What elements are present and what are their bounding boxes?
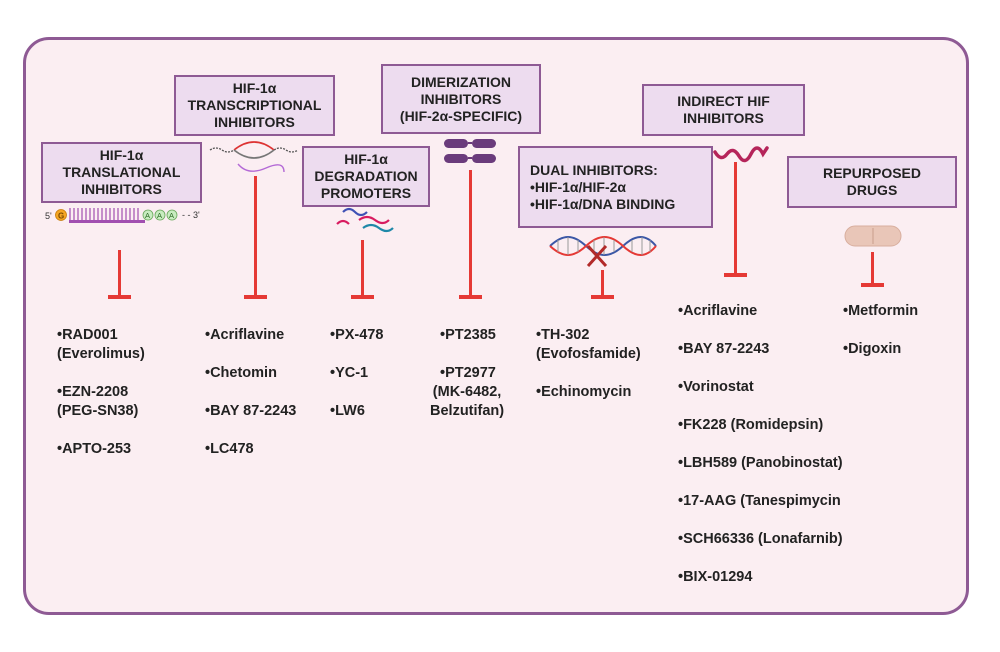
list-item: •Acriflavine bbox=[678, 303, 758, 319]
list-item: •FK228 (Romidepsin) bbox=[678, 417, 824, 433]
list-item: •LW6 bbox=[330, 403, 365, 419]
header-line: DEGRADATION bbox=[314, 168, 418, 184]
header-line: INHIBITORS bbox=[81, 181, 162, 197]
header-line: DRUGS bbox=[846, 182, 898, 198]
dimer-protein-icon bbox=[444, 139, 496, 163]
degraded-rna-icon bbox=[336, 207, 394, 233]
poly-a-label: A bbox=[157, 211, 162, 220]
drug-list-dimerization: •PT2385 •PT2977 (MK-6482, Belzutifan) bbox=[430, 326, 504, 421]
dna-transcription-icon bbox=[209, 141, 299, 173]
inhibition-stem bbox=[254, 176, 257, 297]
list-item: •PT2977 bbox=[440, 365, 496, 381]
header-line: •HIF-1α/HIF-2α bbox=[530, 178, 627, 195]
pill-icon bbox=[844, 225, 902, 247]
list-item: •PT2385 bbox=[440, 327, 496, 343]
header-degradation-promoters: HIF-1α DEGRADATION PROMOTERS bbox=[302, 146, 430, 207]
list-item: (MK-6482, bbox=[432, 384, 502, 400]
list-item: •Acriflavine bbox=[205, 327, 285, 343]
header-line: DUAL INHIBITORS: bbox=[530, 161, 658, 178]
list-item: •YC-1 bbox=[330, 365, 369, 381]
header-line: TRANSCRIPTIONAL bbox=[187, 97, 322, 113]
list-item: •BIX-01294 bbox=[678, 569, 753, 585]
header-line: HIF-1α bbox=[99, 147, 144, 163]
header-dual-inhibitors: DUAL INHIBITORS: •HIF-1α/HIF-2α •HIF-1α/… bbox=[518, 146, 713, 228]
list-item: (Evofosfamide) bbox=[536, 346, 641, 362]
inhibition-stem bbox=[469, 170, 472, 297]
squiggle-protein-icon bbox=[713, 146, 769, 163]
inhibition-bar bbox=[591, 295, 614, 299]
list-item: •APTO-253 bbox=[57, 441, 132, 457]
header-line: INDIRECT HIF bbox=[677, 93, 770, 109]
inhibition-bar bbox=[861, 283, 884, 287]
inhibition-bar bbox=[108, 295, 131, 299]
list-item: Belzutifan) bbox=[430, 403, 505, 419]
poly-a-label: A bbox=[145, 211, 150, 220]
inhibition-stem bbox=[118, 250, 121, 297]
list-item: •Metformin bbox=[843, 303, 919, 319]
list-item: •LBH589 (Panobinostat) bbox=[678, 455, 843, 471]
header-line: PROMOTERS bbox=[320, 185, 412, 201]
header-dimerization-inhibitors: DIMERIZATION INHIBITORS (HIF-2α-SPECIFIC… bbox=[381, 64, 541, 134]
header-transcriptional-inhibitors: HIF-1α TRANSCRIPTIONAL INHIBITORS bbox=[174, 75, 335, 136]
drug-list-degradation: •PX-478 •YC-1 •LW6 bbox=[330, 326, 383, 421]
header-indirect-hif-inhibitors: INDIRECT HIF INHIBITORS bbox=[642, 84, 805, 136]
inhibition-stem bbox=[734, 162, 737, 275]
list-item: •17-AAG (Tanespimycin bbox=[678, 493, 841, 509]
list-item: •Digoxin bbox=[843, 341, 902, 357]
drug-list-indirect: •Acriflavine •BAY 87-2243 •Vorinostat •F… bbox=[678, 302, 843, 587]
inhibition-bar bbox=[459, 295, 482, 299]
list-item: •Vorinostat bbox=[678, 379, 754, 395]
cap-label: G bbox=[58, 212, 64, 221]
header-line: HIF-1α bbox=[344, 151, 388, 167]
header-line: INHIBITORS bbox=[214, 114, 295, 130]
list-item: •TH-302 bbox=[536, 327, 590, 343]
list-item: •Chetomin bbox=[205, 365, 277, 381]
header-line: DIMERIZATION bbox=[410, 73, 512, 90]
list-item: (PEG-SN38) bbox=[57, 403, 139, 419]
header-line: TRANSLATIONAL bbox=[62, 164, 181, 180]
list-item: •LC478 bbox=[205, 441, 254, 457]
inhibition-stem bbox=[601, 270, 604, 297]
inhibition-bar bbox=[724, 273, 747, 277]
list-item: •PX-478 bbox=[330, 327, 384, 343]
list-item: (Everolimus) bbox=[57, 346, 145, 362]
list-item: •RAD001 bbox=[57, 327, 118, 343]
mrna-icon: 5' G A A A - - 3' bbox=[45, 208, 200, 223]
drug-list-dual: •TH-302 (Evofosfamide) •Echinomycin bbox=[536, 326, 641, 402]
header-line: INHIBITORS bbox=[420, 90, 502, 107]
drug-list-repurposed: •Metformin •Digoxin bbox=[843, 302, 918, 359]
list-item: •Echinomycin bbox=[536, 384, 632, 400]
header-line: HIF-1α bbox=[232, 80, 277, 96]
inhibition-stem bbox=[361, 240, 364, 297]
list-item: •BAY 87-2243 bbox=[205, 403, 297, 419]
poly-a-label: A bbox=[169, 211, 174, 220]
header-repurposed-drugs: REPURPOSED DRUGS bbox=[787, 156, 957, 208]
header-translational-inhibitors: HIF-1α TRANSLATIONAL INHIBITORS bbox=[41, 142, 202, 203]
inhibition-stem bbox=[871, 252, 874, 285]
header-line: (HIF-2α-SPECIFIC) bbox=[399, 107, 523, 124]
dna-blocked-icon bbox=[549, 236, 657, 268]
inhibition-bar bbox=[351, 295, 374, 299]
three-prime-label: - - 3' bbox=[182, 210, 200, 220]
five-prime-label: 5' bbox=[45, 211, 52, 221]
list-item: •EZN-2208 bbox=[57, 384, 129, 400]
header-line: •HIF-1α/DNA BINDING bbox=[530, 195, 676, 212]
drug-list-transcriptional: •Acriflavine •Chetomin •BAY 87-2243 •LC4… bbox=[205, 326, 296, 459]
drug-list-translational: •RAD001 (Everolimus) •EZN-2208 (PEG-SN38… bbox=[57, 326, 145, 459]
header-line: INHIBITORS bbox=[683, 110, 764, 126]
header-line: REPURPOSED bbox=[822, 165, 922, 181]
inhibition-bar bbox=[244, 295, 267, 299]
list-item: •BAY 87-2243 bbox=[678, 341, 770, 357]
list-item: •SCH66336 (Lonafarnib) bbox=[678, 531, 843, 547]
